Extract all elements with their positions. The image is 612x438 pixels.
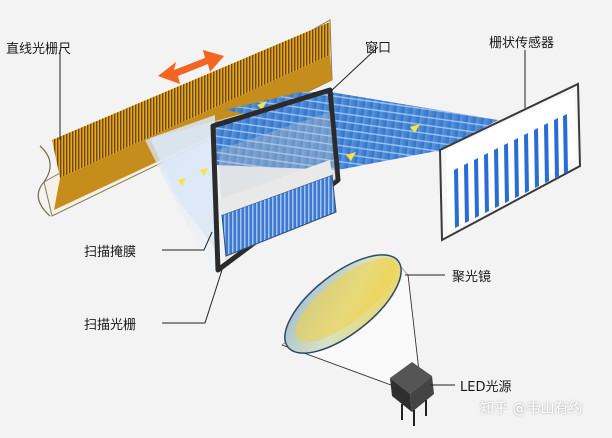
label-condenser-lens: 聚光镜 [452,270,492,285]
light-beam [178,92,498,186]
scanning-mask [218,160,337,257]
watermark: 知乎 @韦山有约 [480,401,583,417]
leader-lines [59,46,526,386]
label-led-source: LED光源 [460,380,512,395]
grating-sensor [438,82,582,242]
leader-scanning-grating [162,269,223,324]
leader-scanning-mask [162,231,213,251]
led-light-source-icon [390,362,434,426]
label-window: 窗口 [365,41,392,56]
label-linear-scale: 直线光栅尺 [6,42,72,57]
label-grating-sensor: 栅状传感器 [489,36,555,51]
condenser-lens [284,254,402,354]
label-scanning-grating: 扫描光栅 [84,318,137,333]
label-scanning-mask: 扫描掩膜 [84,245,137,260]
double-arrow-icon [158,50,224,84]
leader-window [329,46,379,93]
